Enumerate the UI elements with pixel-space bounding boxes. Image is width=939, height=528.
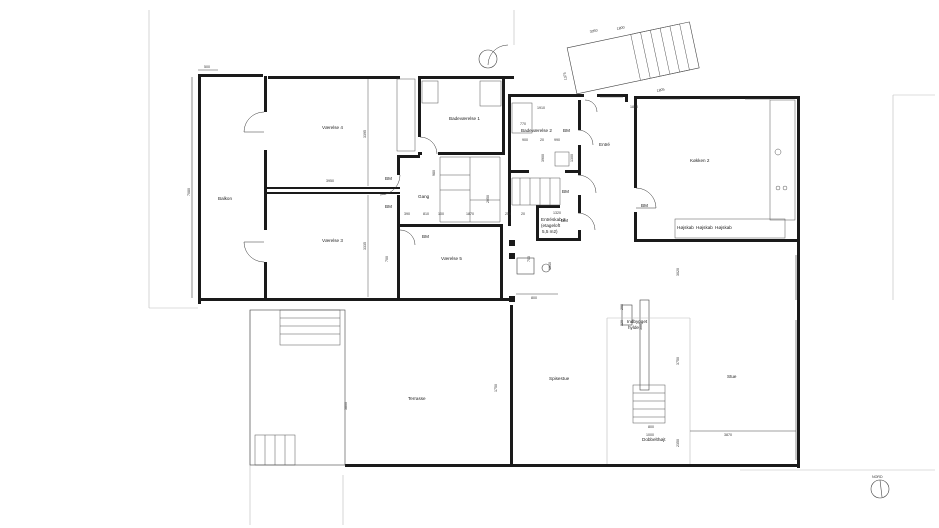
dim-250: 250	[505, 212, 511, 216]
dim-1000: 1000	[646, 433, 654, 437]
room-label-gang: Gang	[418, 194, 430, 199]
dim-810: 810	[423, 212, 429, 216]
north-arrow-icon	[870, 479, 890, 499]
dim-200: 200	[620, 304, 624, 310]
windows	[600, 96, 797, 460]
room-label-balkon: Balkon	[218, 196, 232, 201]
dim-1750: 1750	[494, 384, 498, 392]
dim-1320: 1320	[553, 211, 561, 215]
dim-500: 500	[204, 65, 210, 69]
room-label-vaerelse5: Værelse 5	[441, 256, 462, 261]
dim-900: 900	[522, 138, 528, 142]
bm-label: BM	[563, 128, 570, 133]
room-label-vaerelse3: Værelse 3	[322, 238, 343, 243]
room-label-vaerelse4: Værelse 4	[322, 125, 343, 130]
dim-1910: 1910	[537, 106, 545, 110]
dim-1800b: 1800	[616, 25, 625, 31]
fixtures	[249, 21, 796, 466]
bm-label: BM	[641, 203, 648, 208]
dim-770: 770	[520, 122, 526, 126]
cabinet-label-2: Højskab	[696, 225, 713, 230]
room-label-entre: Entré	[599, 142, 610, 147]
dim-20b: 20	[540, 138, 544, 142]
room-label-lagerloft-area: 5,5 m2)	[542, 229, 558, 234]
room-label-hylde: hylde	[628, 325, 639, 330]
room-label-badevaerelse2: Badeværelse 2	[521, 128, 552, 133]
north-label: NORD	[872, 475, 883, 479]
dim-300: 300	[639, 324, 643, 330]
dim-1870: 1870	[466, 212, 474, 216]
dim-1375: 1375	[563, 72, 568, 81]
room-label-kokken: Køkken 2	[690, 158, 710, 163]
room-label-terrasse: Terrasse	[408, 396, 426, 401]
dim-990: 990	[554, 138, 560, 142]
room-label-spisestue: Spisestue	[549, 376, 570, 381]
dim-1300: 1300	[570, 154, 574, 162]
dim-1610: 1610	[548, 262, 552, 270]
wardrobe-labels: BM BM BM BM BM BM BM	[385, 128, 648, 239]
bm-label: BM	[561, 218, 568, 223]
dim-3870: 3870	[724, 433, 732, 437]
dim-700b: 700	[527, 256, 531, 262]
north-arrow: NORD	[870, 475, 890, 499]
bm-label: BM	[562, 189, 569, 194]
dim-3395: 3395	[363, 130, 367, 138]
dim-2050: 2050	[486, 195, 490, 203]
dim-1805: 1805	[656, 87, 665, 93]
dim-3020: 3020	[676, 268, 680, 276]
bm-label: BM	[422, 234, 429, 239]
cabinet-label-3: Højskab	[715, 225, 732, 230]
dim-3750: 3750	[676, 357, 680, 365]
cabinet-label-1: Højskab	[677, 225, 694, 230]
dim-3950: 3950	[326, 179, 334, 183]
room-label-dobbelthojt: Dobbelthøjt	[642, 437, 666, 442]
dim-700: 700	[385, 256, 389, 262]
room-label-badevaerelse1: Badeværelse 1	[449, 116, 480, 121]
dim-390: 390	[404, 212, 410, 216]
dim-3800: 3800	[344, 402, 348, 410]
dim-980: 980	[432, 170, 436, 176]
dim-800: 800	[531, 296, 537, 300]
bm-label: BM	[385, 204, 392, 209]
bm-label: BM	[385, 176, 392, 181]
dim-20: 20	[521, 212, 525, 216]
dim-800b: 800	[648, 425, 654, 429]
dim-820: 820	[620, 320, 624, 326]
dim-3900: 3900	[541, 154, 545, 162]
dimensions: 500 7080 3395 3950 3335 700 980 390 810 …	[187, 25, 796, 447]
room-label-stue: Stue	[727, 374, 737, 379]
dim-3050: 3050	[589, 28, 598, 34]
doors	[243, 44, 657, 263]
walls	[198, 74, 800, 468]
room-label-entreskab2: Entréskab 2	[541, 217, 566, 222]
room-label-indbygget: Indbygget	[627, 319, 648, 324]
dim-7080: 7080	[187, 188, 191, 196]
dim-3335: 3335	[363, 242, 367, 250]
dim-1800: 1800	[630, 105, 638, 109]
room-label-lagerloft: (etageloft	[541, 223, 561, 228]
dim-100: 100	[438, 212, 444, 216]
room-labels: Værelse 4 Værelse 3 Værelse 5 Balkon Bad…	[218, 116, 737, 442]
dim-2350: 2350	[676, 439, 680, 447]
